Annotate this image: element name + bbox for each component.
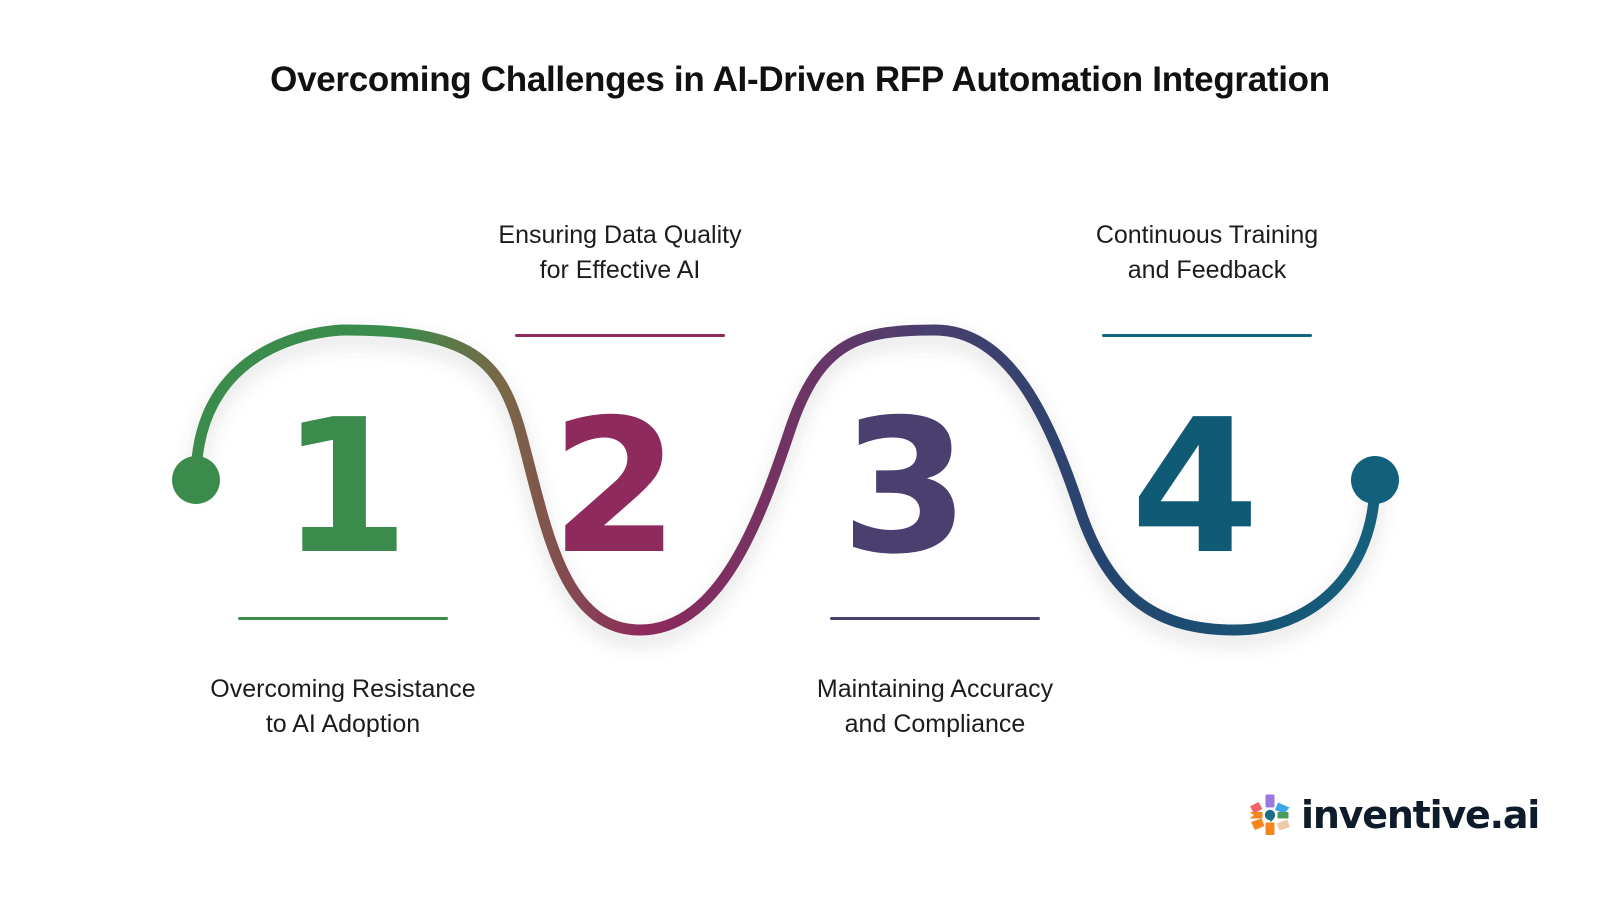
step-number-2: 2 <box>550 379 680 595</box>
page-title: Overcoming Challenges in AI-Driven RFP A… <box>270 60 1330 99</box>
step-rule-1 <box>238 617 448 620</box>
wave-end-dot <box>1351 456 1399 504</box>
step-number-4: 4 <box>1130 379 1260 595</box>
step-number-3: 3 <box>840 379 970 595</box>
step-item-1: Overcoming Resistance to AI Adoption <box>178 617 508 741</box>
logo-text: inventive.ai <box>1301 793 1540 837</box>
step-label-3: Maintaining Accuracy and Compliance <box>816 675 1054 738</box>
inventive-burst-icon <box>1248 793 1292 837</box>
step-rule-4 <box>1102 334 1312 337</box>
wave-start-dot <box>172 456 220 504</box>
step-number-1: 1 <box>280 379 410 595</box>
brand-logo: inventive.ai <box>1248 793 1540 837</box>
step-rule-2 <box>515 334 725 337</box>
step-label-2: Ensuring Data Quality for Effective AI <box>498 221 742 284</box>
step-item-2: Ensuring Data Quality for Effective AI <box>455 218 785 337</box>
step-rule-3 <box>830 617 1040 620</box>
step-item-3: Maintaining Accuracy and Compliance <box>770 617 1100 741</box>
step-label-4: Continuous Training and Feedback <box>1095 221 1319 284</box>
step-item-4: Continuous Training and Feedback <box>1042 218 1372 337</box>
step-label-1: Overcoming Resistance to AI Adoption <box>210 675 476 738</box>
